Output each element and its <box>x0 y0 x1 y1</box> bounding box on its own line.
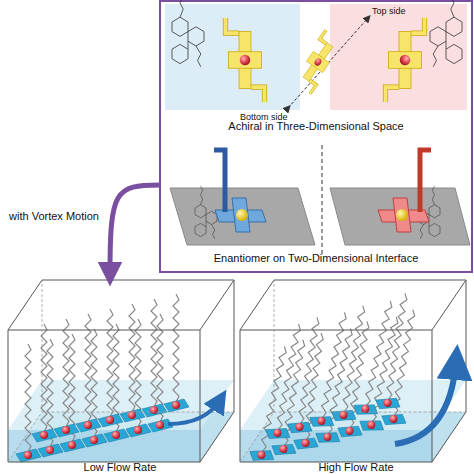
mirror-line <box>322 145 323 255</box>
tank-outline <box>8 280 234 462</box>
panel-caption: Enantiomer on Two-Dimensional Interface <box>160 252 472 264</box>
h-shaped-molecule <box>226 18 265 102</box>
panel-region: Achiral in Three-Dimensional Space <box>160 0 472 140</box>
tank-hidden-edge <box>240 280 466 462</box>
metal-ball <box>236 209 248 221</box>
h-shaped-molecule <box>386 18 425 102</box>
panel-caption: Low Flow Rate <box>4 461 236 473</box>
vortex-arrow <box>110 185 160 274</box>
tilted-molecule <box>291 30 346 94</box>
side-label: Bottom side <box>240 112 288 122</box>
molecule-structure <box>195 186 217 239</box>
metal-ball <box>396 209 408 221</box>
achiral-panel <box>165 0 467 110</box>
pink-background <box>330 4 467 110</box>
tank-outline <box>240 280 466 462</box>
panel-frame <box>160 1 472 272</box>
panel-caption: High Flow Rate <box>240 461 472 473</box>
red-arm <box>420 150 431 212</box>
left-tank <box>8 280 234 462</box>
tank-panel: High Flow Rate <box>240 282 472 474</box>
flow-arrow <box>168 400 220 424</box>
tank-panel: Low Flow Rate <box>4 282 236 474</box>
gray-plane <box>330 188 470 245</box>
amphiphile <box>164 294 189 412</box>
red-plate <box>393 198 411 232</box>
blue-arm <box>214 150 225 212</box>
edge-label: with Vortex Motion <box>2 210 106 222</box>
molecule-structure <box>172 0 204 67</box>
axis-line <box>288 18 368 108</box>
molecule-structure <box>430 0 462 67</box>
amphiphile <box>54 319 79 437</box>
amphiphile <box>32 324 57 442</box>
amphiphile <box>98 309 123 427</box>
panel-caption: Achiral in Three-Dimensional Space <box>160 120 472 132</box>
right-tank <box>240 280 466 464</box>
blue-plate <box>232 198 250 232</box>
amphiphile <box>375 291 418 411</box>
tank-hidden-edge <box>8 280 234 462</box>
amphiphile <box>142 299 167 417</box>
panel-region: Enantiomer on Two-Dimensional Interface <box>160 140 472 272</box>
amphiphile <box>380 308 425 429</box>
enantiomer-panel <box>170 145 470 255</box>
flow-arrow <box>395 362 456 444</box>
amphiphile <box>76 314 101 432</box>
amphiphile <box>120 304 145 422</box>
side-label: Top side <box>372 6 406 16</box>
gray-plane <box>170 188 315 245</box>
